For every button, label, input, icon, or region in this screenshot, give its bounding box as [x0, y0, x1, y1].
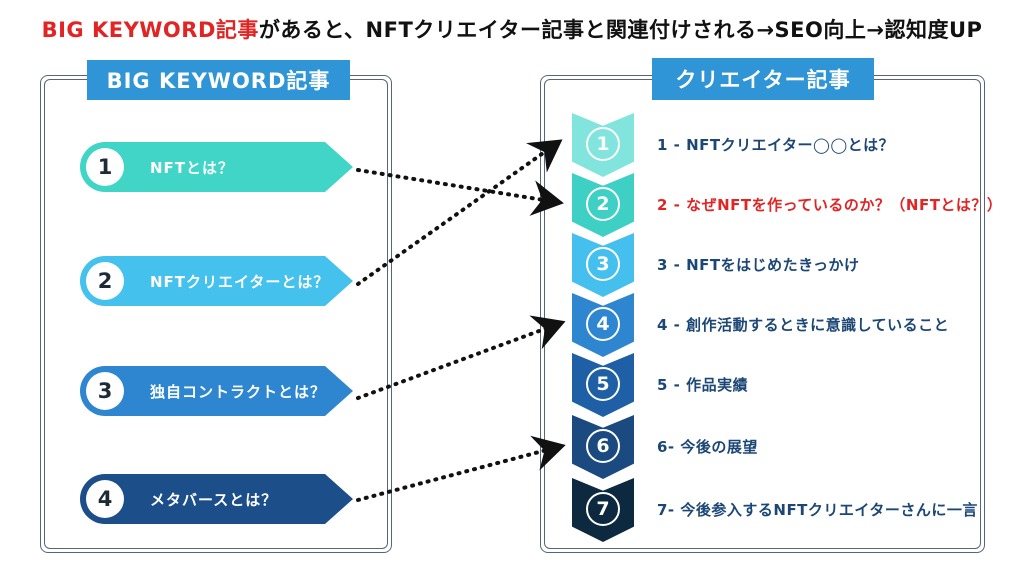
keyword-item-2: 2 NFTクリエイターとは？ [80, 256, 353, 306]
page-title: BIG KEYWORD記事があると、NFTクリエイター記事と関連付けされる→SE… [0, 14, 1024, 44]
creator-step-3-label: 3 - NFTをはじめたきっかけ [657, 256, 860, 274]
creator-panel-header: クリエイター記事 [652, 58, 874, 100]
keyword-item-3-label: 独自コントラクトとは？ [150, 382, 327, 401]
page-title-highlight: BIG KEYWORD記事 [41, 18, 259, 42]
creator-step-1-label: 1 - NFTクリエイター◯◯とは？ [657, 136, 895, 154]
keyword-item-2-number: 2 [86, 262, 124, 300]
creator-step-4-label: 4 - 創作活動するときに意識していること [657, 316, 950, 334]
keyword-item-1-label: NFTとは？ [150, 158, 235, 177]
creator-step-3-chevron: 3 [572, 233, 634, 297]
creator-step-2-label: 2 - なぜNFTを作っているのか？（NFTとは？） [657, 196, 1003, 214]
creator-step-1-number: 1 [586, 127, 620, 161]
creator-step-6-label: 6- 今後の展望 [657, 438, 758, 456]
creator-step-7-number: 7 [586, 492, 620, 526]
creator-step-2-number: 2 [586, 187, 620, 221]
keyword-item-3-number: 3 [86, 372, 124, 410]
keyword-item-4-number: 4 [86, 480, 124, 518]
keyword-item-4-label: メタバースとは？ [150, 490, 278, 509]
creator-step-6-number: 6 [586, 429, 620, 463]
keyword-item-1-number: 1 [86, 148, 124, 186]
creator-step-5-number: 5 [586, 367, 620, 401]
creator-step-7-chevron: 7 [572, 478, 634, 542]
keyword-item-3: 3 独自コントラクトとは？ [80, 366, 353, 416]
keyword-item-4: 4 メタバースとは？ [80, 474, 353, 524]
creator-step-4-number: 4 [586, 307, 620, 341]
creator-step-5-label: 5 - 作品実績 [657, 376, 749, 394]
keyword-item-1: 1 NFTとは？ [80, 142, 353, 192]
big-keyword-panel-header: BIG KEYWORD記事 [87, 60, 350, 100]
creator-step-3-number: 3 [586, 247, 620, 281]
keyword-item-2-label: NFTクリエイターとは？ [150, 272, 330, 291]
page-title-rest: があると、NFTクリエイター記事と関連付けされる→SEO向上→認知度UP [258, 18, 983, 42]
creator-step-7-label: 7- 今後参入するNFTクリエイターさんに一言 [657, 501, 978, 519]
